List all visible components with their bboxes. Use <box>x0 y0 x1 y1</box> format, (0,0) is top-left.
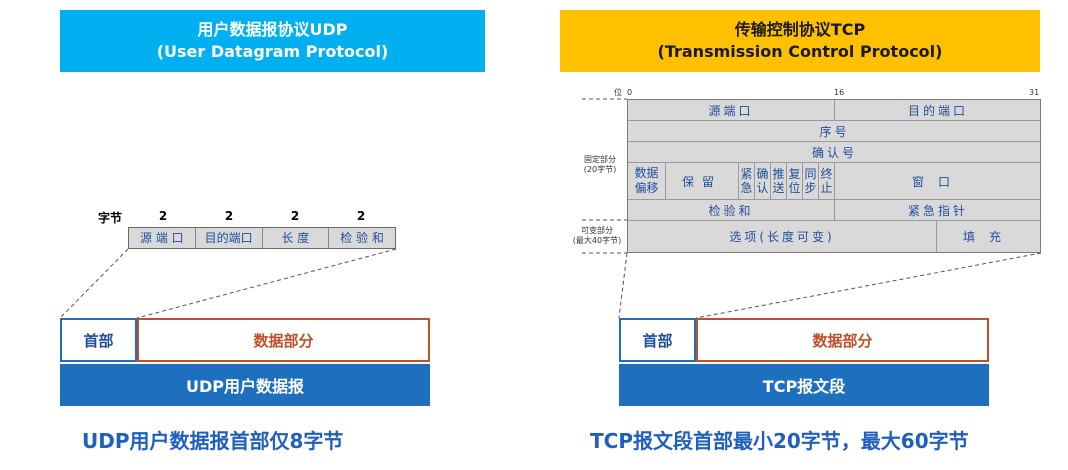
tcp-flag-rst: 复位 <box>787 163 803 200</box>
udp-connector-right <box>136 248 397 319</box>
udp-field-checksum: 检 验 和 <box>340 231 384 245</box>
tcp-flag-urg: 紧急 <box>739 163 755 200</box>
tcp-field-ack: 确认号 <box>628 142 1041 163</box>
tcp-field-options: 选项(长度可变) <box>628 221 937 252</box>
tcp-segment-bar: TCP报文段 <box>619 364 989 406</box>
tcp-header-table: 源端口 目的端口 序号 确认号 数据 偏移 保留 紧急 确认 推送 复位 同步 … <box>627 99 1041 253</box>
tcp-flag-fin: 终止 <box>819 163 835 200</box>
udp-header-label: 首部 <box>83 331 114 350</box>
udp-byte-count: 2 <box>224 209 234 223</box>
udp-byte-count: 2 <box>356 209 366 223</box>
tcp-title-banner: 传输控制协议TCP (Transmission Control Protocol… <box>560 10 1040 72</box>
tcp-title-en: (Transmission Control Protocol) <box>657 42 943 61</box>
udp-connector-left <box>59 248 129 319</box>
udp-title-en: (User Datagram Protocol) <box>156 42 389 61</box>
udp-caption: UDP用户数据报首部仅8字节 <box>82 429 344 453</box>
udp-byte-count: 2 <box>290 209 300 223</box>
tcp-field-urgent-pointer: 紧急指针 <box>835 200 1041 221</box>
tcp-field-window: 窗口 <box>835 163 1041 200</box>
tcp-title-cn: 传输控制协议TCP <box>734 20 866 39</box>
tcp-field-data-offset: 数据 偏移 <box>628 163 666 200</box>
tcp-flag-syn: 同步 <box>803 163 819 200</box>
udp-datagram-label: UDP用户数据报 <box>185 377 304 396</box>
udp-datagram-bar: UDP用户数据报 <box>60 364 430 406</box>
tcp-connector-right <box>695 252 1042 319</box>
tcp-bit-0: 0 <box>627 88 633 97</box>
tcp-header-label: 首部 <box>642 331 673 350</box>
udp-field-length: 长 度 <box>263 228 330 248</box>
tcp-bit-31: 31 <box>1029 88 1040 97</box>
tcp-field-reserved: 保留 <box>666 163 739 200</box>
tcp-header-block: 首部 <box>619 318 696 362</box>
tcp-flag-psh: 推送 <box>771 163 787 200</box>
tcp-field-seq: 序号 <box>628 121 1041 142</box>
udp-header-block: 首部 <box>60 318 137 362</box>
tcp-data-block: 数据部分 <box>696 318 989 362</box>
udp-title-banner: 用户数据报协议UDP (User Datagram Protocol) <box>60 10 485 72</box>
tcp-segment-label: TCP报文段 <box>762 377 846 396</box>
udp-bytes-label: 字节 <box>98 211 123 225</box>
tcp-field-dst-port: 目的端口 <box>835 100 1041 121</box>
udp-field-src-port: 源 端 口 <box>129 228 196 248</box>
tcp-bit-16: 16 <box>834 88 845 97</box>
tcp-field-padding: 填充 <box>962 230 1015 244</box>
tcp-flag-ack: 确认 <box>755 163 771 200</box>
udp-header-table: 源 端 口 目的端口 长 度 检 验 和 <box>128 227 396 249</box>
udp-field-dst-port: 目的端口 <box>196 228 263 248</box>
udp-title-cn: 用户数据报协议UDP <box>197 20 348 39</box>
udp-byte-count: 2 <box>158 209 168 223</box>
udp-data-label: 数据部分 <box>253 331 314 350</box>
tcp-field-src-port: 源端口 <box>628 100 835 121</box>
tcp-variable-part-label: 可变部分 (最大40字节) <box>572 226 622 245</box>
tcp-data-label: 数据部分 <box>812 331 873 350</box>
tcp-fixed-part-label: 固定部分 (20字节) <box>583 155 617 174</box>
tcp-caption: TCP报文段首部最小20字节，最大60字节 <box>590 429 969 453</box>
tcp-bit-label: 位 <box>614 88 622 97</box>
tcp-connector-left <box>618 252 628 319</box>
udp-data-block: 数据部分 <box>137 318 430 362</box>
tcp-field-checksum: 检验和 <box>628 200 835 221</box>
